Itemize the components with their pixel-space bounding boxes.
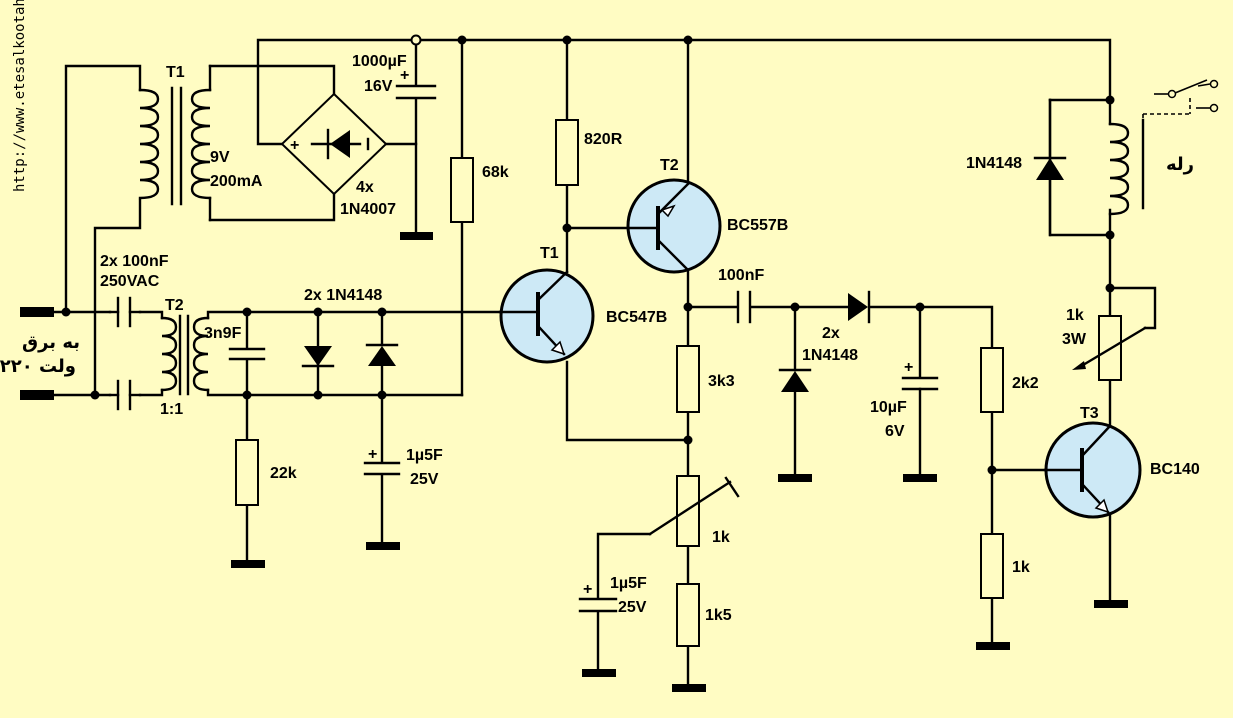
cap-100n-label: 100nF (718, 267, 764, 284)
bridge-plus: + (290, 137, 299, 154)
cap-10u-value: 10µF (870, 399, 907, 416)
ground-symbol (400, 232, 433, 240)
transistor-t3: T3 BC140 (1043, 405, 1200, 608)
relay-diode: 1N4148 (966, 98, 1067, 237)
t2-label: T2 (660, 157, 679, 174)
cap-1u5-b-value: 1µ5F (610, 575, 647, 592)
resistor-1k5: 1k5 (672, 583, 732, 692)
res-2k2-label: 2k2 (1012, 375, 1039, 392)
transformer-t2: T2 1:1 (160, 297, 210, 418)
res-1k-label: 1k (1012, 559, 1030, 576)
capacitor-1u5: + 1µ5F 25V (363, 446, 443, 550)
cap-10u-voltage: 6V (885, 423, 905, 440)
mains-label-1: به برق (22, 332, 80, 353)
relay-coil: رله (1108, 79, 1219, 216)
diode-series: 2x 1N4148 (802, 290, 871, 364)
wires (52, 38, 1157, 687)
bridge-count: 4x (356, 179, 374, 196)
res-3k3-label: 3k3 (708, 373, 735, 390)
res-1k5-label: 1k5 (705, 607, 732, 624)
diodes-2x-1n4148: 2x 1N4148 (301, 287, 399, 368)
bridge-diode-type: 1N4007 (340, 201, 396, 218)
cap-1u5-b-voltage: 25V (618, 599, 647, 616)
diode-1n4148-label: 1N4148 (802, 347, 858, 364)
t2-xfmr-label: T2 (165, 297, 184, 314)
xfmr-voltage: 9V (210, 149, 230, 166)
res-68k-label: 68k (482, 164, 509, 181)
t1-label: T1 (540, 245, 559, 262)
pot-1k-3w-value: 1k (1066, 307, 1084, 324)
mains-label-2: ۲۲۰ ولت (0, 356, 76, 377)
resistor-22k: 22k (231, 439, 297, 568)
t1-xfmr-label: T1 (166, 64, 185, 81)
res-820-label: 820R (584, 131, 623, 148)
bc557-label: BC557B (727, 217, 788, 234)
diode-shunt (778, 368, 812, 482)
potentiometer-1k: 1k (648, 475, 740, 547)
svg-text:+: + (904, 359, 913, 376)
resistor-68k: 68k (450, 157, 509, 223)
resistor-2k2: 2k2 (980, 347, 1039, 413)
diode-2x-label: 2x (822, 325, 840, 342)
coupling-cap-value: 2x 100nF (100, 253, 169, 270)
xfmr-current: 200mA (210, 173, 263, 190)
t3-label: T3 (1080, 405, 1099, 422)
capacitor-1000uf: + 1000µF 16V (352, 53, 437, 240)
relay-diode-label: 1N4148 (966, 155, 1022, 172)
transistor-t1: T1 BC547B (498, 245, 667, 364)
diodes-2x-label: 2x 1N4148 (304, 287, 382, 304)
pot-3w-label: 3W (1062, 331, 1087, 348)
capacitor-3n9: 3n9F (204, 325, 266, 361)
resistor-1k: 1k (976, 533, 1030, 650)
pot-1k-label: 1k (712, 529, 730, 546)
relay-label: رله (1166, 154, 1194, 175)
transformer-t1: T1 9V 200mA (138, 64, 263, 222)
bridge-rectifier: + 4x 1N4007 (280, 92, 396, 218)
cap-1u5-value: 1µ5F (406, 447, 443, 464)
svg-text:+: + (583, 581, 592, 598)
capacitor-1u5-b: + 1µ5F 25V (578, 575, 647, 677)
mains-input: به برق ۲۲۰ ولت (0, 307, 80, 400)
cap-3n9-label: 3n9F (204, 325, 242, 342)
capacitor-100nf: 100nF (718, 267, 764, 324)
res-22k-label: 22k (270, 465, 297, 482)
mains-terminal-top (20, 307, 54, 317)
cap-1000-voltage: 16V (364, 78, 393, 95)
website-url: http://www.etesalkootah.ir (12, 0, 28, 192)
bc547-label: BC547B (606, 309, 667, 326)
cap-plus: + (400, 67, 409, 84)
coupling-cap-voltage: 250VAC (100, 273, 160, 290)
cap-1u5-voltage: 25V (410, 471, 439, 488)
resistor-820r: 820R (555, 119, 623, 186)
xfmr-ratio: 1:1 (160, 401, 183, 418)
junction-dots (61, 34, 1115, 475)
cap-1000-value: 1000µF (352, 53, 407, 70)
resistor-3k3: 3k3 (676, 345, 735, 413)
mains-terminal-bottom (20, 390, 54, 400)
potentiometer-3w: 1k 3W (1062, 307, 1147, 381)
bc140-label: BC140 (1150, 461, 1200, 478)
transistor-t2: T2 BC557B (626, 157, 788, 274)
svg-text:+: + (368, 446, 377, 463)
coupling-capacitors: 2x 100nF 250VAC (100, 253, 169, 411)
capacitor-10uf: + 10µF 6V (870, 359, 939, 482)
